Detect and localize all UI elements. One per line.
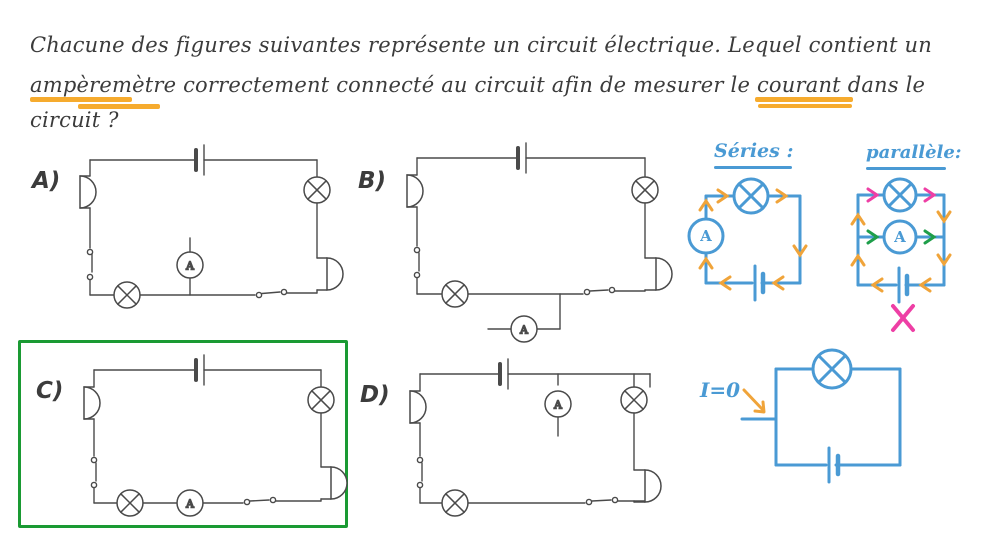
current-zero-label: I=0 <box>700 378 741 402</box>
question-word-ampermetre: ampèremètre <box>30 73 177 97</box>
question-line-2-mid: correctement connecté au circuit afin de… <box>176 73 757 97</box>
circuit-diagram-b <box>406 141 673 343</box>
highlight-ampermetre <box>30 97 132 102</box>
parallel-annotation-title: parallèle: <box>866 142 962 163</box>
parallel-wrong-mark <box>891 304 915 332</box>
option-label-c: C) <box>36 378 64 404</box>
series-title-underline <box>714 166 792 169</box>
highlight-ampermetre-2 <box>78 104 160 109</box>
series-annotation-circuit <box>687 177 802 302</box>
dead-end-arrow <box>742 388 766 414</box>
option-label-a: A) <box>32 168 61 194</box>
parallel-title-underline <box>866 167 946 170</box>
parallel-ammeter-letter: A <box>893 228 906 246</box>
parallel-current-arrows-orange <box>850 210 952 293</box>
question-line-2: ampèremètre correctement connecté au cir… <box>30 70 925 101</box>
series-annotation-title: Séries : <box>714 140 794 162</box>
option-label-b: B) <box>358 168 387 194</box>
question-line-1: Chacune des figures suivantes représente… <box>30 33 933 57</box>
option-label-d: D) <box>360 382 390 408</box>
question-line-2-end: dans le <box>840 73 926 97</box>
question-word-courant: courant <box>756 73 841 97</box>
dead-end-annotation-circuit <box>740 348 902 484</box>
circuit-diagram-d <box>409 357 662 517</box>
series-ammeter-letter: A <box>699 227 712 245</box>
highlight-courant-2 <box>758 104 852 108</box>
parallel-current-arrows-green <box>866 229 937 245</box>
series-current-arrows <box>698 188 808 291</box>
highlight-courant <box>755 97 853 102</box>
parallel-current-arrows-magenta <box>866 187 937 203</box>
circuit-diagram-c <box>83 353 348 517</box>
question-line-3: circuit ? <box>30 108 119 132</box>
circuit-diagram-a <box>79 143 344 309</box>
